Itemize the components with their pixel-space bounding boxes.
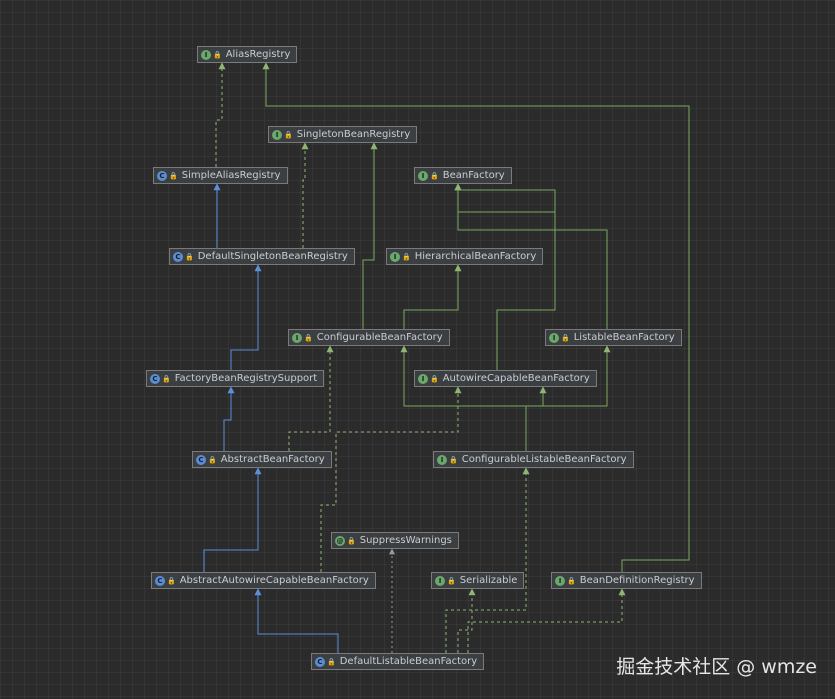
class-icon: C: [173, 251, 183, 262]
node-default-listable-bean-factory[interactable]: C 🔒 DefaultListableBeanFactory: [311, 653, 485, 670]
interface-icon: I: [201, 49, 211, 60]
node-label: FactoryBeanRegistrySupport: [174, 373, 318, 384]
node-label: SingletonBeanRegistry: [296, 129, 411, 140]
lock-icon: 🔒: [185, 252, 194, 261]
edge-interface-extends: [362, 142, 378, 329]
node-label: BeanDefinitionRegistry: [579, 575, 695, 586]
node-label: ListableBeanFactory: [573, 332, 675, 343]
node-label: HierarchicalBeanFactory: [414, 251, 537, 262]
node-label: SimpleAliasRegistry: [181, 170, 281, 181]
class-icon: C: [315, 656, 325, 667]
node-label: AbstractBeanFactory: [220, 454, 325, 465]
node-label: BeanFactory: [442, 170, 505, 181]
node-label: AbstractAutowireCapableBeanFactory: [179, 575, 369, 586]
edge-extends: [254, 588, 339, 653]
lock-icon: 🔒: [430, 374, 439, 383]
node-factory-bean-registry-support[interactable]: C 🔒 FactoryBeanRegistrySupport: [146, 370, 325, 387]
watermark: 掘金技术社区 @ wmze: [616, 656, 817, 678]
lock-icon: 🔒: [208, 455, 217, 464]
node-simple-alias-registry[interactable]: C 🔒 SimpleAliasRegistry: [153, 167, 288, 184]
edge-interface-extends: [525, 386, 547, 451]
edge-interface-extends: [454, 183, 556, 248]
class-icon: C: [196, 454, 206, 465]
node-serializable[interactable]: I 🔒 Serializable: [431, 572, 525, 589]
edge-implements: [457, 588, 476, 653]
edge-interface-extends: [262, 62, 690, 572]
annotation-icon: @: [335, 535, 345, 546]
node-bean-definition-registry[interactable]: I 🔒 BeanDefinitionRegistry: [551, 572, 702, 589]
lock-icon: 🔒: [561, 333, 570, 342]
edge-implements: [467, 588, 626, 653]
class-icon: C: [155, 575, 165, 586]
lock-icon: 🔒: [284, 130, 293, 139]
node-bean-factory[interactable]: I 🔒 BeanFactory: [414, 167, 512, 184]
lock-icon: 🔒: [167, 576, 176, 585]
node-label: AutowireCapableBeanFactory: [442, 373, 590, 384]
edge-interface-extends: [454, 183, 556, 370]
node-configurable-bean-factory[interactable]: I 🔒 ConfigurableBeanFactory: [288, 329, 450, 346]
lock-icon: 🔒: [449, 455, 458, 464]
interface-icon: I: [435, 575, 445, 586]
node-singleton-bean-registry[interactable]: I 🔒 SingletonBeanRegistry: [268, 126, 418, 143]
class-icon: C: [150, 373, 160, 384]
edge-extends: [203, 467, 262, 572]
node-suppress-warnings[interactable]: @ 🔒 SuppressWarnings: [331, 532, 459, 549]
interface-icon: I: [418, 373, 428, 384]
node-label: DefaultListableBeanFactory: [339, 656, 478, 667]
lock-icon: 🔒: [447, 576, 456, 585]
node-label: DefaultSingletonBeanRegistry: [197, 251, 348, 262]
node-abstract-bean-factory[interactable]: C 🔒 AbstractBeanFactory: [192, 451, 332, 468]
interface-icon: I: [549, 332, 559, 343]
lock-icon: 🔒: [347, 536, 356, 545]
edge-implements: [445, 467, 530, 653]
node-label: AliasRegistry: [225, 49, 291, 60]
lock-icon: 🔒: [169, 171, 178, 180]
node-label: SuppressWarnings: [359, 535, 452, 546]
interface-icon: I: [437, 454, 447, 465]
interface-icon: I: [555, 575, 565, 586]
interface-icon: I: [292, 332, 302, 343]
node-label: ConfigurableListableBeanFactory: [461, 454, 627, 465]
class-icon: C: [157, 170, 167, 181]
node-autowire-capable-bean-factory[interactable]: I 🔒 AutowireCapableBeanFactory: [414, 370, 597, 387]
edge-implements: [288, 345, 334, 451]
edge-extends: [230, 264, 262, 370]
edge-interface-extends: [454, 183, 608, 329]
lock-icon: 🔒: [213, 50, 222, 59]
edge-implements: [215, 62, 226, 167]
interface-icon: I: [418, 170, 428, 181]
node-hierarchical-bean-factory[interactable]: I 🔒 HierarchicalBeanFactory: [386, 248, 544, 265]
lock-icon: 🔒: [304, 333, 313, 342]
lock-icon: 🔒: [162, 374, 171, 383]
edge-interface-extends: [400, 345, 527, 451]
node-abstract-autowire-capable-bean-factory[interactable]: C 🔒 AbstractAutowireCapableBeanFactory: [151, 572, 376, 589]
node-configurable-listable-bean-factory[interactable]: I 🔒 ConfigurableListableBeanFactory: [433, 451, 634, 468]
lock-icon: 🔒: [430, 171, 439, 180]
edge-interface-extends: [525, 345, 611, 451]
node-label: ConfigurableBeanFactory: [316, 332, 443, 343]
lock-icon: 🔒: [567, 576, 576, 585]
node-alias-registry[interactable]: I 🔒 AliasRegistry: [197, 46, 298, 63]
edge-implements: [301, 142, 309, 248]
lock-icon: 🔒: [327, 657, 336, 666]
node-label: Serializable: [459, 575, 518, 586]
edge-implements: [320, 386, 462, 572]
interface-icon: I: [390, 251, 400, 262]
interface-icon: I: [272, 129, 282, 140]
lock-icon: 🔒: [402, 252, 411, 261]
edge-extends: [223, 386, 235, 451]
edge-interface-extends: [403, 264, 462, 329]
node-listable-bean-factory[interactable]: I 🔒 ListableBeanFactory: [545, 329, 682, 346]
node-default-singleton-bean-registry[interactable]: C 🔒 DefaultSingletonBeanRegistry: [169, 248, 355, 265]
